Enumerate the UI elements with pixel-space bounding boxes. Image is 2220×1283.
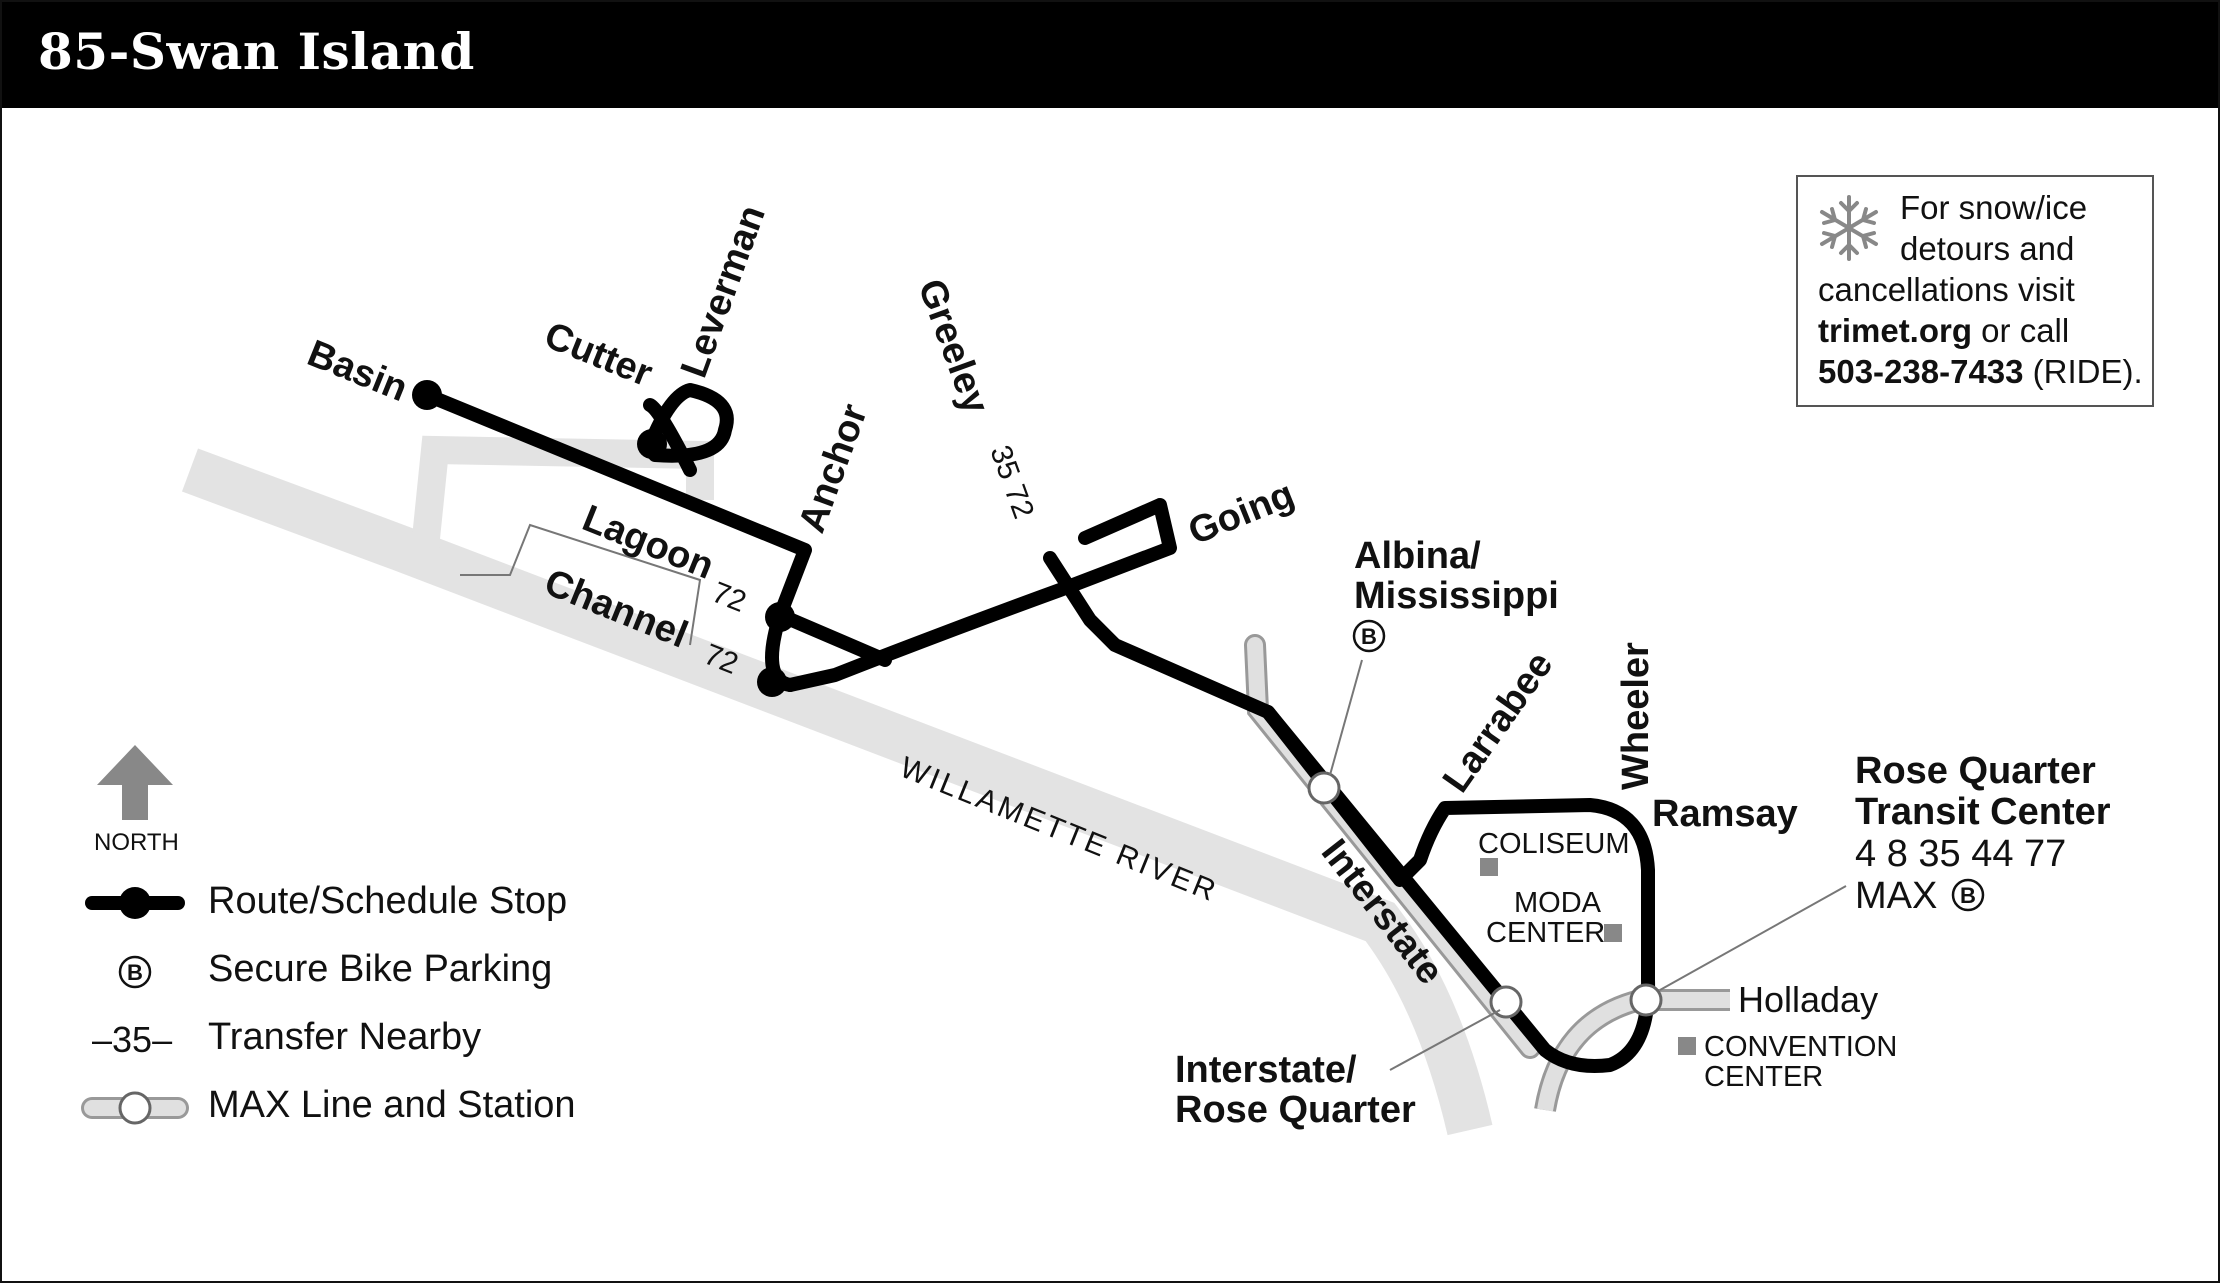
stop-channel xyxy=(757,667,787,697)
station-rose-quarter-tc xyxy=(1629,983,1663,1017)
stop-lagoon xyxy=(765,602,795,632)
info-url[interactable]: trimet.org xyxy=(1818,312,1973,349)
route-title: 85-Swan Island xyxy=(38,22,475,81)
station-albina-label-1: Albina/ xyxy=(1354,535,1481,577)
station-albina-mississippi xyxy=(1307,771,1341,805)
header-bar: 85-Swan Island xyxy=(2,2,2218,108)
street-holladay: Holladay xyxy=(1738,979,1878,1020)
landmark-convention-1: CONVENTION xyxy=(1704,1031,1897,1063)
landmark-moda-1: MODA xyxy=(1514,887,1602,919)
legend-max: MAX Line and Station xyxy=(208,1084,576,1126)
street-anchor: Anchor xyxy=(791,399,876,539)
snowflake-icon xyxy=(1820,195,1878,261)
legend-transfer: Transfer Nearby xyxy=(208,1016,482,1058)
legend-route-stop-icon xyxy=(85,887,185,919)
station-rqtc-label-1: Rose Quarter xyxy=(1855,750,2096,792)
legend-max-icon xyxy=(81,1091,189,1125)
landmark-coliseum: COLISEUM xyxy=(1478,828,1629,860)
north-arrow-icon xyxy=(97,745,173,820)
street-leverman: Leverman xyxy=(673,200,774,383)
bike-symbol: B xyxy=(1960,883,1976,908)
street-going: Going xyxy=(1183,473,1301,553)
stop-basin xyxy=(412,380,442,410)
svg-text:B: B xyxy=(127,960,143,985)
landmark-convention-2: CENTER xyxy=(1704,1061,1823,1093)
station-interstate-rq-label-2: Rose Quarter xyxy=(1175,1089,1416,1131)
willamette-river xyxy=(181,448,1493,1136)
transfer-greeley: 35 72 xyxy=(983,441,1040,523)
station-albina-label-2: Mississippi xyxy=(1354,575,1559,617)
info-phone[interactable]: 503-238-7433 xyxy=(1818,353,2024,390)
stop-cutter xyxy=(637,429,667,459)
station-interstate-rq-label-1: Interstate/ xyxy=(1175,1049,1357,1091)
street-basin: Basin xyxy=(302,332,414,410)
rqtc-bike-parking: B xyxy=(1951,878,1985,912)
station-rqtc-max: MAX xyxy=(1855,875,1937,917)
legend-bike: Secure Bike Parking xyxy=(208,948,553,990)
street-greeley: Greeley xyxy=(910,274,997,419)
info-line-3: cancellations visit xyxy=(1818,271,2075,308)
street-larrabee: Larrabee xyxy=(1435,645,1561,801)
street-cutter: Cutter xyxy=(539,314,659,395)
station-rqtc-lines: 4 8 35 44 77 xyxy=(1855,833,2066,875)
bike-symbol: B xyxy=(1361,624,1377,649)
station-interstate-rose-quarter xyxy=(1489,985,1523,1019)
legend-route-stop: Route/Schedule Stop xyxy=(208,880,568,922)
legend-transfer-symbol: –35– xyxy=(92,1019,172,1060)
route-stops xyxy=(412,380,795,697)
legend-bike-icon: B xyxy=(118,955,152,989)
info-line-5: 503-238-7433 (RIDE). xyxy=(1818,353,2143,390)
landmark-moda-2: CENTER xyxy=(1486,917,1605,949)
transfer-lagoon: 72 xyxy=(707,576,750,619)
max-stations xyxy=(1307,771,1663,1019)
street-wheeler: Wheeler xyxy=(1615,642,1657,790)
info-line-4: trimet.org or call xyxy=(1818,312,2070,349)
info-line-2: detours and xyxy=(1900,230,2075,267)
snow-info-box: For snow/ice detours and cancellations v… xyxy=(1796,175,2154,407)
landmark-markers xyxy=(1480,858,1696,1055)
station-rqtc-label-2: Transit Center xyxy=(1855,791,2111,833)
legend-north: NORTH xyxy=(94,829,179,856)
albina-bike-parking: B xyxy=(1352,619,1386,653)
info-line-1: For snow/ice xyxy=(1900,189,2088,226)
street-ramsay: Ramsay xyxy=(1652,793,1798,835)
leader-lines xyxy=(460,523,1847,1071)
